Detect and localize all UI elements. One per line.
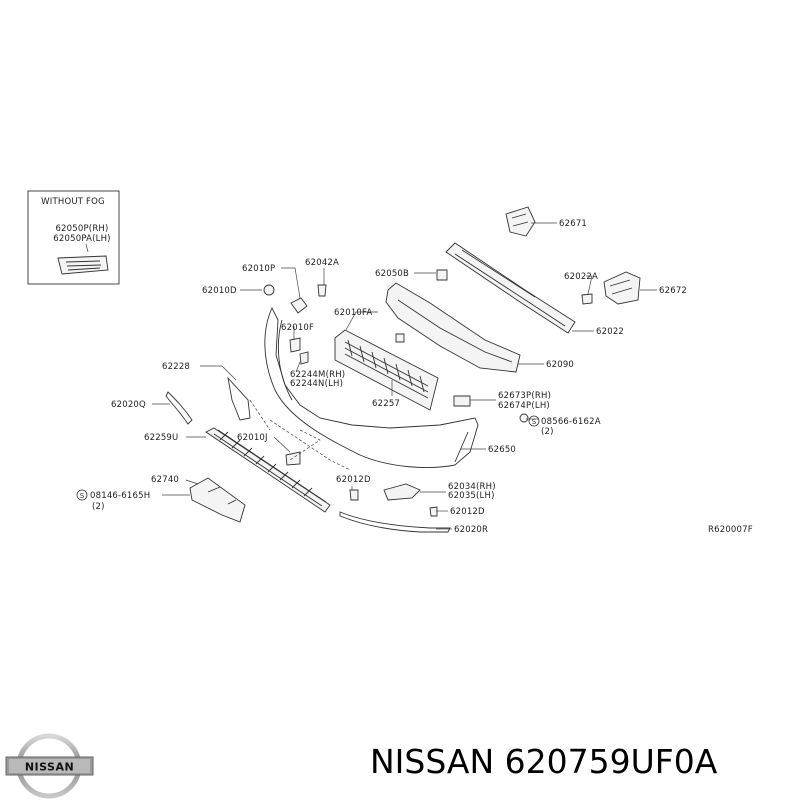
inset-label-lh: 62050PA(LH) (53, 234, 110, 244)
label-62020q: 62020Q (111, 400, 146, 410)
label-62022: 62022 (596, 327, 624, 337)
svg-text:S: S (532, 418, 537, 426)
label-62672: 62672 (659, 286, 687, 296)
energy-absorber (385, 282, 521, 373)
label-62010d: 62010D (202, 286, 237, 296)
logo-text: NISSAN (25, 761, 74, 774)
leader-lines (152, 222, 657, 530)
label-62010p: 62010P (242, 264, 275, 274)
fasteners (263, 269, 593, 517)
lower-moulding-lh (165, 391, 193, 425)
part-labels: 62671 62042A 62010P 62010D 62050B 62022A… (90, 219, 753, 535)
label-62650: 62650 (488, 445, 516, 455)
label-62022a: 62022A (564, 272, 598, 282)
label-62740: 62740 (151, 475, 179, 485)
inset-label-rh: 62050P(RH) (55, 224, 108, 234)
fog-finisher (383, 483, 421, 501)
inset-title: WITHOUT FOG (41, 197, 105, 207)
label-62259u: 62259U (144, 433, 178, 443)
upper-grille (334, 329, 439, 411)
label-08146-qty: (2) (92, 502, 105, 512)
screw-symbols: S S (76, 415, 540, 501)
label-62034: 62034(RH) (448, 482, 496, 492)
lower-moulding-rh (339, 511, 451, 533)
reinforcement-beam (445, 206, 641, 334)
part-number-caption: NISSAN 620759UF0A (370, 742, 718, 781)
nissan-logo: NISSAN (5, 733, 94, 799)
label-62244n: 62244N(LH) (290, 379, 343, 389)
label-62671: 62671 (559, 219, 587, 229)
label-62020r: 62020R (454, 525, 488, 535)
label-62012d-b: 62012D (450, 507, 485, 517)
lower-grille (205, 427, 331, 513)
label-08566: 08566-6162A (541, 417, 601, 427)
label-62228: 62228 (162, 362, 190, 372)
reference-code: R620007F (708, 525, 753, 535)
license-bracket (189, 477, 246, 523)
label-62012d-a: 62012D (336, 475, 371, 485)
label-62674p: 62674P(LH) (498, 401, 550, 411)
bracket-62672 (603, 271, 641, 305)
label-62042a: 62042A (305, 258, 339, 268)
inset-without-fog: WITHOUT FOG 62050P(RH) 62050PA(LH) (27, 190, 120, 285)
label-62010fa: 62010FA (334, 308, 372, 318)
bumper-fascia (264, 306, 479, 468)
side-strip (227, 376, 251, 421)
label-62050b: 62050B (375, 269, 409, 279)
label-62257: 62257 (372, 399, 400, 409)
label-08146: 08146-6165H (90, 491, 150, 501)
label-62035: 62035(LH) (448, 491, 495, 501)
label-62244m: 62244M(RH) (290, 370, 345, 380)
label-62010f: 62010F (281, 323, 314, 333)
label-62090: 62090 (546, 360, 574, 370)
label-62673p: 62673P(RH) (498, 391, 551, 401)
svg-text:S: S (80, 492, 85, 500)
label-08566-qty: (2) (541, 427, 554, 437)
label-62010j: 62010J (237, 433, 268, 443)
